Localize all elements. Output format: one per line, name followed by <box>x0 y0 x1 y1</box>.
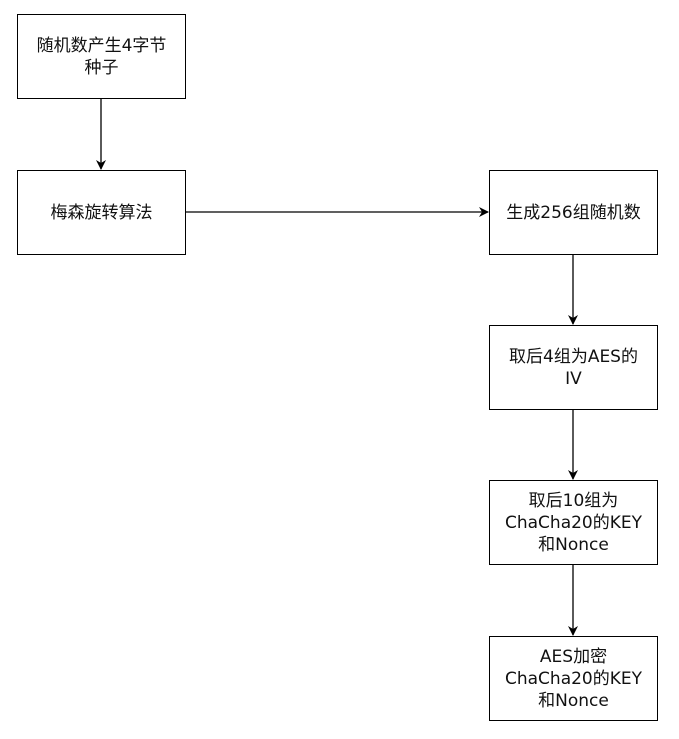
node-generate-256[interactable]: 生成256组随机数 <box>489 170 658 255</box>
node-label: 取后10组为 ChaCha20的KEY 和Nonce <box>504 490 643 555</box>
node-chacha-key-nonce[interactable]: 取后10组为 ChaCha20的KEY 和Nonce <box>489 480 658 565</box>
node-label: 取后4组为AES的 IV <box>509 346 638 389</box>
node-mersenne-twister[interactable]: 梅森旋转算法 <box>17 170 186 255</box>
node-aes-encrypt[interactable]: AES加密 ChaCha20的KEY 和Nonce <box>489 636 658 721</box>
node-label: AES加密 ChaCha20的KEY 和Nonce <box>504 646 643 711</box>
node-aes-iv[interactable]: 取后4组为AES的 IV <box>489 325 658 410</box>
node-label: 生成256组随机数 <box>506 202 641 223</box>
node-label: 随机数产生4字节 种子 <box>36 35 167 78</box>
node-random-seed[interactable]: 随机数产生4字节 种子 <box>17 14 186 99</box>
node-label: 梅森旋转算法 <box>50 202 153 223</box>
